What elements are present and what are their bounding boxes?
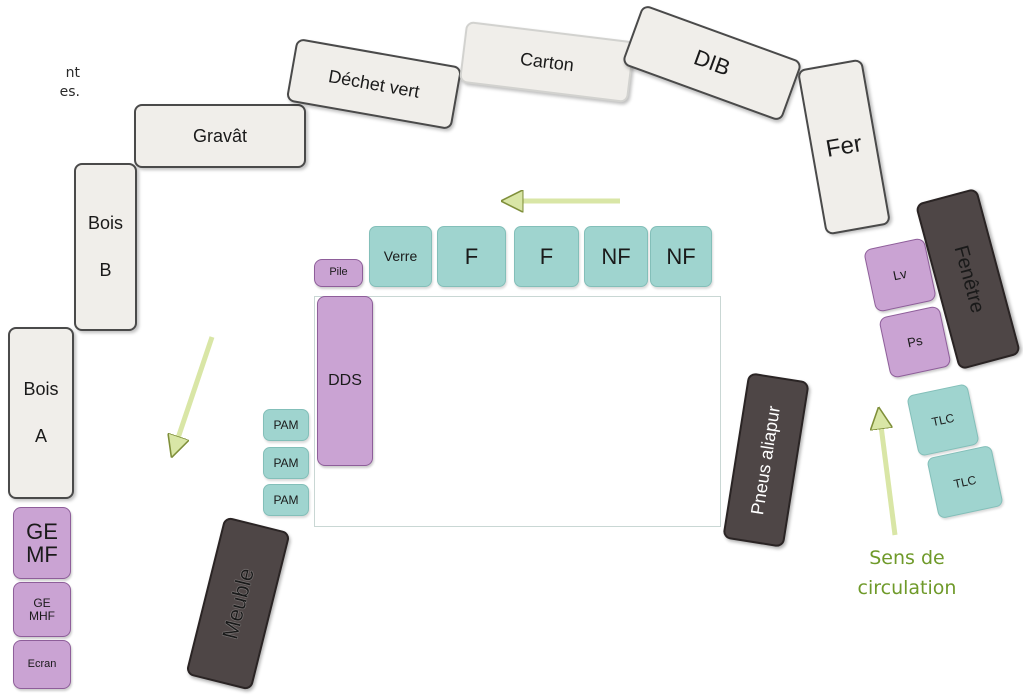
bin-tlc-2-label: TLC: [952, 472, 978, 491]
bin-tlc-1: TLC: [906, 383, 980, 457]
bin-tlc-1-label: TLC: [930, 410, 956, 429]
bin-ps: Ps: [878, 305, 952, 379]
bin-ge-mf: GE MF: [13, 507, 71, 579]
intro-line-1: nt: [65, 65, 80, 81]
arrow-left-down: [175, 336, 215, 447]
bin-ge-mhf-line2: MHF: [29, 608, 55, 623]
bin-f-2-label: F: [539, 243, 554, 269]
bin-pam-1: PAM: [263, 409, 309, 441]
central-platform-area: [314, 296, 721, 527]
bin-ge-mhf-line1: GE: [33, 595, 51, 610]
bin-bois-b-line2: B: [99, 260, 112, 280]
bin-bois-a: Bois A: [8, 327, 74, 499]
bin-bois-a-line2: A: [34, 426, 47, 446]
bin-lv-label: Lv: [891, 265, 909, 284]
bin-ge-mf-line2: MF: [26, 542, 58, 567]
bin-pam-3: PAM: [263, 484, 309, 516]
bin-dechet-vert-label: Déchet vert: [327, 65, 422, 102]
intro-text-fragment: nt es.: [0, 64, 80, 102]
legend-line-2: circulation: [857, 577, 957, 599]
bin-pam-2: PAM: [263, 447, 309, 479]
bin-bois-b: Bois B: [74, 163, 137, 331]
bin-f-1-label: F: [464, 243, 479, 269]
bin-nf-2-label: NF: [666, 243, 696, 269]
bin-bois-a-line1: Bois: [23, 379, 59, 400]
bin-ge-mhf: GE MHF: [13, 582, 71, 637]
bin-pile: Pile: [314, 259, 363, 287]
bin-ecran: Ecran: [13, 640, 71, 689]
bin-dib-label: DIB: [690, 44, 734, 81]
bin-f-1: F: [437, 226, 506, 287]
bin-dds-label: DDS: [328, 371, 362, 389]
bin-nf-2: NF: [650, 226, 712, 287]
arrow-right-up: [880, 418, 898, 536]
bin-verre-label: Verre: [383, 248, 418, 265]
bin-f-2: F: [514, 226, 579, 287]
bin-pile-label: Pile: [329, 266, 348, 279]
bin-gravat-label: Gravât: [192, 125, 248, 146]
bin-fenetre-label: Fenêtre: [948, 242, 989, 316]
circulation-legend: Sens de circulation: [848, 543, 966, 603]
bin-gravat: Gravât: [134, 104, 306, 168]
bin-carton-label: Carton: [519, 48, 576, 75]
bin-pam-1-label: PAM: [273, 417, 299, 432]
bin-pam-3-label: PAM: [273, 492, 299, 507]
intro-line-2: es.: [59, 84, 80, 100]
bin-meuble-label: Meuble: [217, 565, 259, 642]
bin-nf-1-label: NF: [601, 243, 631, 269]
bin-ge-mf-line1: GE: [26, 518, 58, 544]
bin-dds: DDS: [317, 296, 373, 466]
bin-bois-b-line1: Bois: [87, 213, 123, 234]
bin-pam-2-label: PAM: [273, 455, 299, 470]
bin-fer-label: Fer: [823, 130, 865, 164]
bin-ps-label: Ps: [905, 332, 924, 351]
bin-nf-1: NF: [584, 226, 648, 287]
bin-pneus-aliapur-label: Pneus aliapur: [747, 403, 785, 516]
bin-lv: Lv: [863, 237, 937, 313]
legend-line-1: Sens de: [869, 547, 945, 569]
bin-ecran-label: Ecran: [27, 657, 57, 670]
bin-verre: Verre: [369, 226, 432, 287]
